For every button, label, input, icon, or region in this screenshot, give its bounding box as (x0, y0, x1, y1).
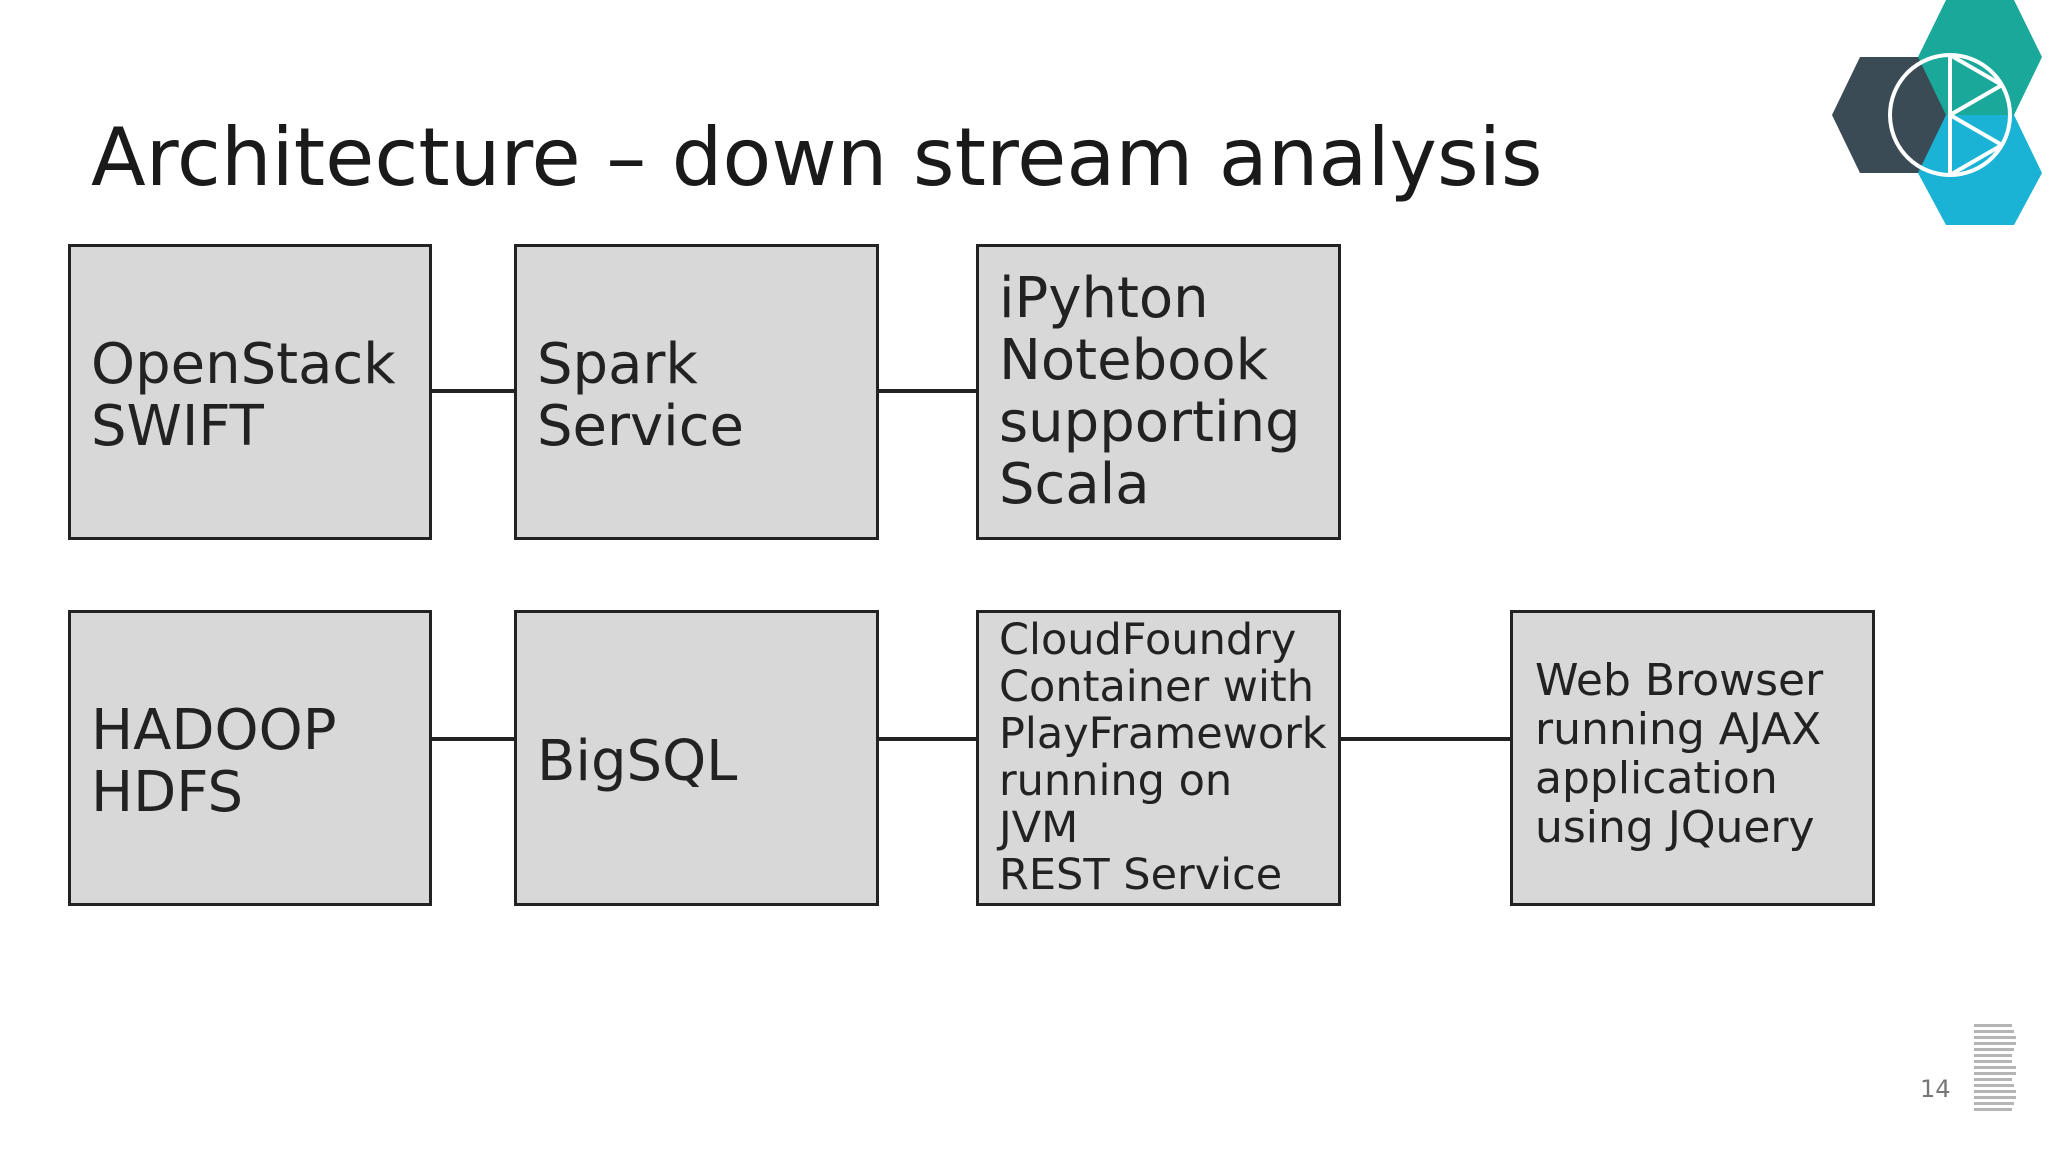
hexagon-cluster-logo-icon (1832, 0, 2042, 225)
connector-hdfs-bigsql (430, 737, 517, 741)
box-cloudfoundry-container: CloudFoundry Container with PlayFramewor… (976, 610, 1341, 906)
connector-cloudfoundry-browser (1339, 737, 1512, 741)
connector-spark-ipython (876, 389, 978, 393)
box-ipython-notebook-line-3: supporting (999, 390, 1301, 455)
connector-bigsql-cloudfoundry (876, 737, 978, 741)
box-bigsql-line-1: BigSQL (537, 729, 738, 794)
box-cloudfoundry-line-3: PlayFramework (999, 709, 1327, 759)
box-web-browser: Web Browser running AJAX application usi… (1510, 610, 1875, 906)
box-hadoop-hdfs-line-1: HADOOP (91, 698, 337, 763)
box-cloudfoundry-line-6: REST Service (999, 850, 1283, 900)
box-hadoop-hdfs: HADOOP HDFS (68, 610, 432, 906)
box-web-browser-line-3: application (1535, 753, 1778, 804)
box-web-browser-line-1: Web Browser (1535, 655, 1824, 706)
box-ipython-notebook-line-4: Scala (999, 452, 1150, 517)
box-ipython-notebook: iPyhton Notebook supporting Scala (976, 244, 1341, 540)
slide-title: Architecture – down stream analysis (91, 111, 1543, 204)
box-cloudfoundry-line-2: Container with (999, 662, 1315, 712)
box-web-browser-line-2: running AJAX (1535, 704, 1822, 755)
box-spark-service: Spark Service (514, 244, 879, 540)
box-cloudfoundry-line-4: running on (999, 756, 1233, 806)
box-openstack-swift: OpenStack SWIFT (68, 244, 432, 540)
box-hadoop-hdfs-line-2: HDFS (91, 760, 244, 825)
box-spark-service-line-1: Spark (537, 332, 698, 397)
hex-dark-shape (1832, 57, 1958, 173)
box-cloudfoundry-line-5: JVM (999, 803, 1079, 853)
box-bigsql: BigSQL (514, 610, 879, 906)
box-openstack-swift-line-1: OpenStack (91, 332, 396, 397)
box-cloudfoundry-line-1: CloudFoundry (999, 615, 1297, 665)
page-number: 14 (1920, 1075, 1951, 1103)
box-openstack-swift-line-2: SWIFT (91, 394, 264, 459)
box-web-browser-line-4: using JQuery (1535, 802, 1815, 853)
connector-swift-spark (430, 389, 517, 393)
box-ipython-notebook-line-1: iPyhton (999, 266, 1209, 331)
box-spark-service-line-2: Service (537, 394, 744, 459)
box-ipython-notebook-line-2: Notebook (999, 328, 1269, 393)
ibm-striped-logo (1974, 1024, 2016, 1111)
